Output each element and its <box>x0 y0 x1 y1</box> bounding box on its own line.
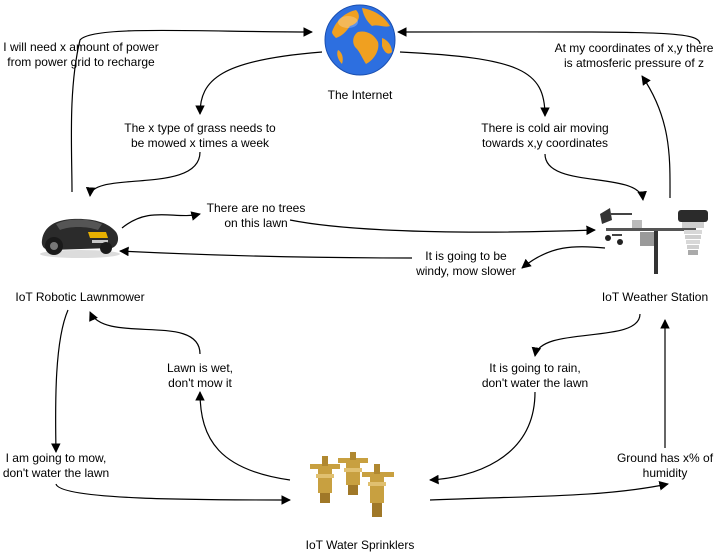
message-cold-air: There is cold air moving towards x,y coo… <box>481 121 609 150</box>
message-no-trees: There are no trees on this lawn <box>206 201 306 230</box>
message-pressure: At my coordinates of x,y there is atmosf… <box>554 41 714 70</box>
robotic-lawnmower-icon <box>40 218 120 258</box>
arrow-notrees-to-weather <box>289 219 596 236</box>
message-windy: It is going to be windy, mow slower <box>416 249 516 278</box>
weather-station-label: IoT Weather Station <box>601 290 709 304</box>
internet-label: The Internet <box>327 88 393 102</box>
lawnmower-label: IoT Robotic Lawnmower <box>15 290 145 304</box>
message-rain: It is going to rain, don't water the law… <box>481 361 589 390</box>
arrow-sprinklers-to-lawnwet <box>195 391 291 481</box>
arrow-internet-to-coldair <box>399 51 550 117</box>
arrow-grass-to-mower <box>85 151 201 197</box>
message-grass: The x type of grass needs to be mowed x … <box>124 121 276 150</box>
arrow-power-to-internet <box>70 27 313 193</box>
arrow-rain-to-sprinklers <box>429 391 536 485</box>
arrow-coldair-to-weather <box>544 153 647 201</box>
arrow-mower-to-notrees <box>121 211 201 229</box>
arrow-weather-to-rain <box>531 313 641 357</box>
arrow-weather-to-windy <box>521 246 606 269</box>
arrow-sprinklers-to-humidity <box>429 481 669 501</box>
message-humidity: Ground has x% of humidity <box>616 451 714 480</box>
arrow-mower-to-goingmow <box>51 309 69 453</box>
weather-station-icon <box>600 208 708 274</box>
sprinklers-label: IoT Water Sprinklers <box>305 538 415 552</box>
arrow-pressure-to-internet <box>397 27 701 45</box>
arrow-goingmow-to-sprinklers <box>55 483 291 505</box>
message-lawn-wet: Lawn is wet, don't mow it <box>166 361 234 390</box>
arrow-lawnwet-to-mower <box>89 311 201 355</box>
arrow-weather-to-pressure <box>641 75 671 199</box>
globe-icon <box>324 4 396 76</box>
arrow-internet-to-grass <box>195 51 323 115</box>
arrow-windy-to-mower <box>119 246 413 259</box>
message-power: I will need x amount of power from power… <box>3 40 159 69</box>
message-going-to-mow: I am going to mow, don't water the lawn <box>2 451 110 480</box>
sprinklers-icon <box>310 452 394 517</box>
